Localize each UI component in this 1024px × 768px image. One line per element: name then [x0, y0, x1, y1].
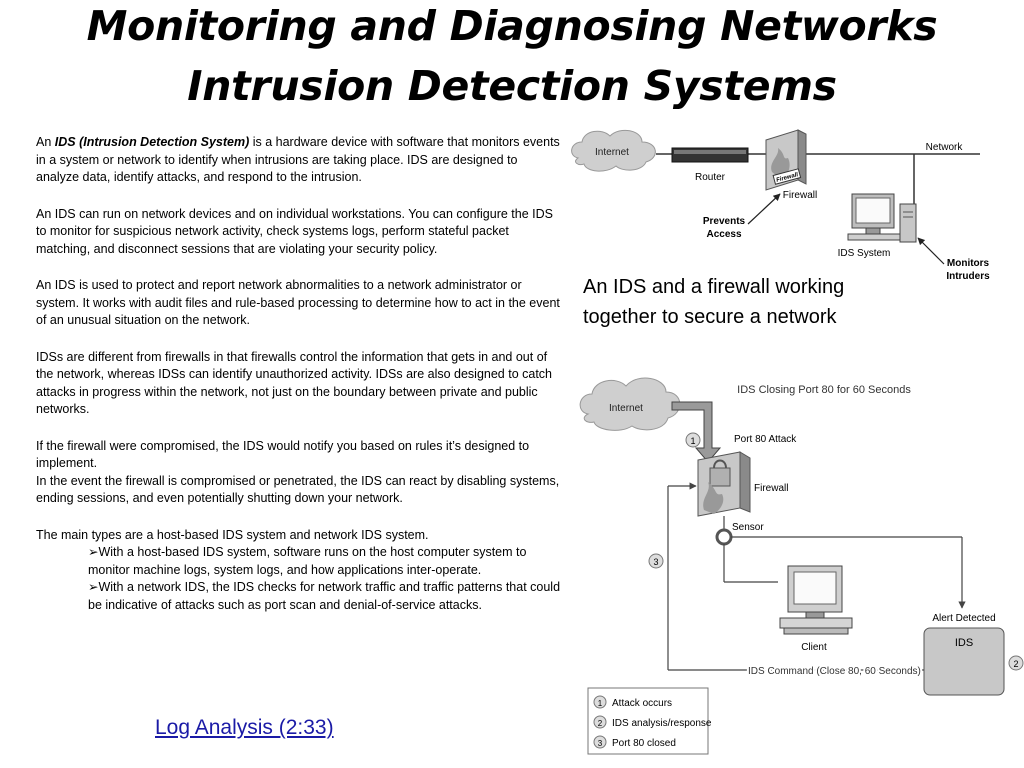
client-label: Client: [801, 642, 827, 653]
internet-cloud-icon: Internet: [579, 377, 681, 431]
paragraph-1: An IDS (Intrusion Detection System) is a…: [36, 134, 564, 187]
ids-system-label: IDS System: [838, 248, 891, 259]
step-2-badge: [1008, 655, 1024, 671]
router-icon: [671, 147, 749, 163]
port80-attack-label: Port 80 Attack: [734, 434, 797, 445]
internet-label-2: Internet: [609, 403, 643, 414]
paragraph-2: An IDS can run on network devices and on…: [36, 206, 553, 256]
ids-term: IDS (Intrusion Detection System): [54, 135, 250, 149]
step-1-num: 1: [690, 436, 695, 446]
alert-detected-label: Alert Detected: [932, 613, 995, 624]
title-line-2: Intrusion Detection Systems: [187, 62, 837, 110]
intruders-label: Intruders: [946, 271, 990, 282]
firewall-icon: [697, 451, 751, 517]
sensor-label: Sensor: [732, 522, 764, 533]
internet-cloud-icon: Internet: [571, 129, 656, 172]
diagram2-title: IDS Closing Port 80 for 60 Seconds: [737, 384, 911, 396]
router-label: Router: [695, 172, 726, 183]
paragraph-7: The main types are a host-based IDS syst…: [36, 527, 429, 542]
body-text: An IDS (Intrusion Detection System) is a…: [36, 134, 564, 614]
title-line-1: Monitoring and Diagnosing Networks: [86, 2, 938, 50]
firewall-label-2: Firewall: [754, 483, 788, 494]
ids-port-closing-diagram: IDS Closing Port 80 for 60 Seconds Inter…: [579, 377, 1024, 755]
bullet-arrow-icon: ➢: [88, 545, 99, 559]
ids-box: [923, 627, 1005, 696]
bullet-network-ids: ➢With a network IDS, the IDS checks for …: [88, 579, 564, 614]
access-label: Access: [706, 229, 741, 240]
attack-arrow: [671, 401, 722, 463]
sensor-icon: [715, 528, 733, 546]
bullet-2-text: With a network IDS, the IDS checks for n…: [88, 580, 561, 612]
step-1-badge: [685, 432, 701, 448]
log-analysis-link[interactable]: Log Analysis (2:33): [155, 716, 334, 739]
client-computer-icon: [779, 565, 853, 635]
bullet-1-text: With a host-based IDS system, software r…: [88, 545, 527, 577]
legend-3-num: 3: [598, 739, 603, 748]
prevents-label: Prevents: [703, 216, 746, 227]
ids-command-label: IDS Command (Close 80, 60 Seconds): [748, 666, 921, 677]
internet-label: Internet: [595, 147, 629, 158]
legend-1-label: Attack occurs: [612, 698, 672, 709]
legend-1-num: 1: [598, 699, 603, 708]
bullet-host-ids: ➢With a host-based IDS system, software …: [88, 544, 564, 579]
paragraph-5: If the firewall were compromised, the ID…: [36, 438, 530, 471]
prevents-arrow: [747, 193, 781, 225]
ids-box-label: IDS: [955, 637, 973, 649]
diagram-legend: 1 Attack occurs 2 IDS analysis/response …: [587, 687, 712, 755]
monitors-label: Monitors: [947, 258, 990, 269]
ids-firewall-diagram: Internet Router Firewall Firewall Networ…: [571, 129, 990, 282]
paragraph-4: IDSs are different from firewalls in tha…: [36, 349, 553, 417]
slide-title: Monitoring and Diagnosing Networks Intru…: [0, 0, 1024, 116]
step-3-num: 3: [653, 557, 658, 567]
firewall-icon: Firewall: [765, 129, 807, 191]
step-2-num: 2: [1013, 659, 1018, 669]
ids-system-computer-icon: [847, 193, 917, 243]
legend-2-num: 2: [598, 719, 603, 728]
firewall-badge: Firewall: [776, 172, 799, 184]
paragraph-6: In the event the firewall is compromised…: [36, 473, 560, 506]
legend-3-label: Port 80 closed: [612, 738, 676, 749]
p1-suffix: is a hardware device with software that …: [36, 135, 560, 184]
legend-2-label: IDS analysis/response: [612, 718, 712, 729]
diagram-caption: An IDS and a firewall working together t…: [583, 276, 845, 328]
monitors-arrow: [917, 237, 945, 265]
network-label: Network: [926, 142, 964, 153]
bullet-arrow-icon: ➢: [88, 580, 99, 594]
firewall-label: Firewall: [783, 190, 817, 201]
step-3-badge: [648, 553, 664, 569]
p1-prefix: An: [36, 135, 55, 149]
paragraph-3: An IDS is used to protect and report net…: [36, 278, 560, 327]
